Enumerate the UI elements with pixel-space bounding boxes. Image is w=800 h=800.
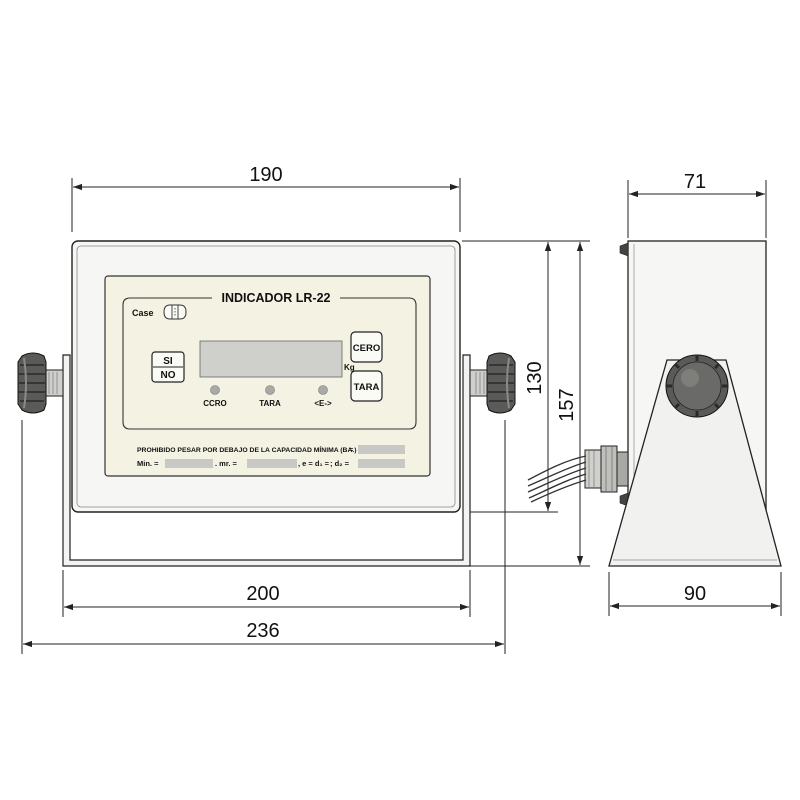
tara-button-label: TARA	[354, 382, 380, 393]
dimension-90-label: 90	[684, 583, 706, 605]
side-view	[527, 240, 782, 567]
cable-wires	[527, 455, 587, 503]
panel-title: INDICADOR LR-22	[221, 291, 330, 305]
left-knob	[17, 352, 64, 414]
dimension-236-label: 236	[246, 620, 279, 642]
cable-gland	[584, 445, 629, 493]
stable-led	[318, 385, 328, 395]
dimension-200-label: 200	[246, 583, 279, 605]
dimension-90: 90	[608, 572, 782, 616]
dimension-236: 236	[21, 420, 506, 654]
dimension-157-label: 157	[556, 388, 578, 421]
stable-led-label: <E->	[314, 399, 332, 408]
cero-button[interactable]: CERO	[350, 331, 383, 363]
dimension-190: 190	[71, 164, 461, 232]
dimension-71: 71	[627, 171, 767, 238]
case-label: Case	[132, 308, 154, 318]
d-field	[358, 459, 405, 468]
e-d1-label: , e = d₁ =	[298, 459, 330, 468]
dimension-200: 200	[62, 570, 471, 617]
dimension-157: 157	[462, 240, 590, 567]
dimension-71-label: 71	[684, 171, 706, 193]
case-icon	[163, 304, 187, 320]
dimension-130-label: 130	[524, 361, 546, 394]
front-view: INDICADOR LR-22 Case SI NO Kg CERO TARA	[17, 240, 516, 567]
dimension-190-label: 190	[249, 164, 282, 186]
tara-led-label: TARA	[259, 399, 281, 408]
keypad-frame	[122, 297, 417, 430]
no-label: NO	[161, 370, 176, 381]
si-no-button[interactable]: SI NO	[151, 351, 185, 383]
weight-display	[199, 340, 343, 378]
ccro-led	[210, 385, 220, 395]
mounting-bracket	[62, 354, 471, 567]
min-field	[165, 459, 213, 468]
kg-unit-label: Kg	[344, 363, 355, 372]
plate-min-capacity-eq: =	[349, 445, 354, 454]
min-label: Min. =	[137, 459, 159, 468]
right-knob	[469, 352, 516, 414]
si-label: SI	[163, 356, 173, 367]
tara-button[interactable]: TARA	[350, 370, 383, 402]
mr-field	[247, 459, 297, 468]
side-knob	[665, 354, 729, 418]
mr-label: . mr. =	[215, 459, 238, 468]
d2-label: ; d₂ =	[330, 459, 350, 468]
tara-led	[265, 385, 275, 395]
plate-min-capacity-text: PROHIBIDO PESAR POR DEBAJO DE LA CAPACID…	[137, 445, 357, 454]
cero-label: CERO	[353, 343, 380, 354]
ccro-led-label: CCRO	[203, 399, 227, 408]
min-capacity-field	[358, 445, 405, 454]
